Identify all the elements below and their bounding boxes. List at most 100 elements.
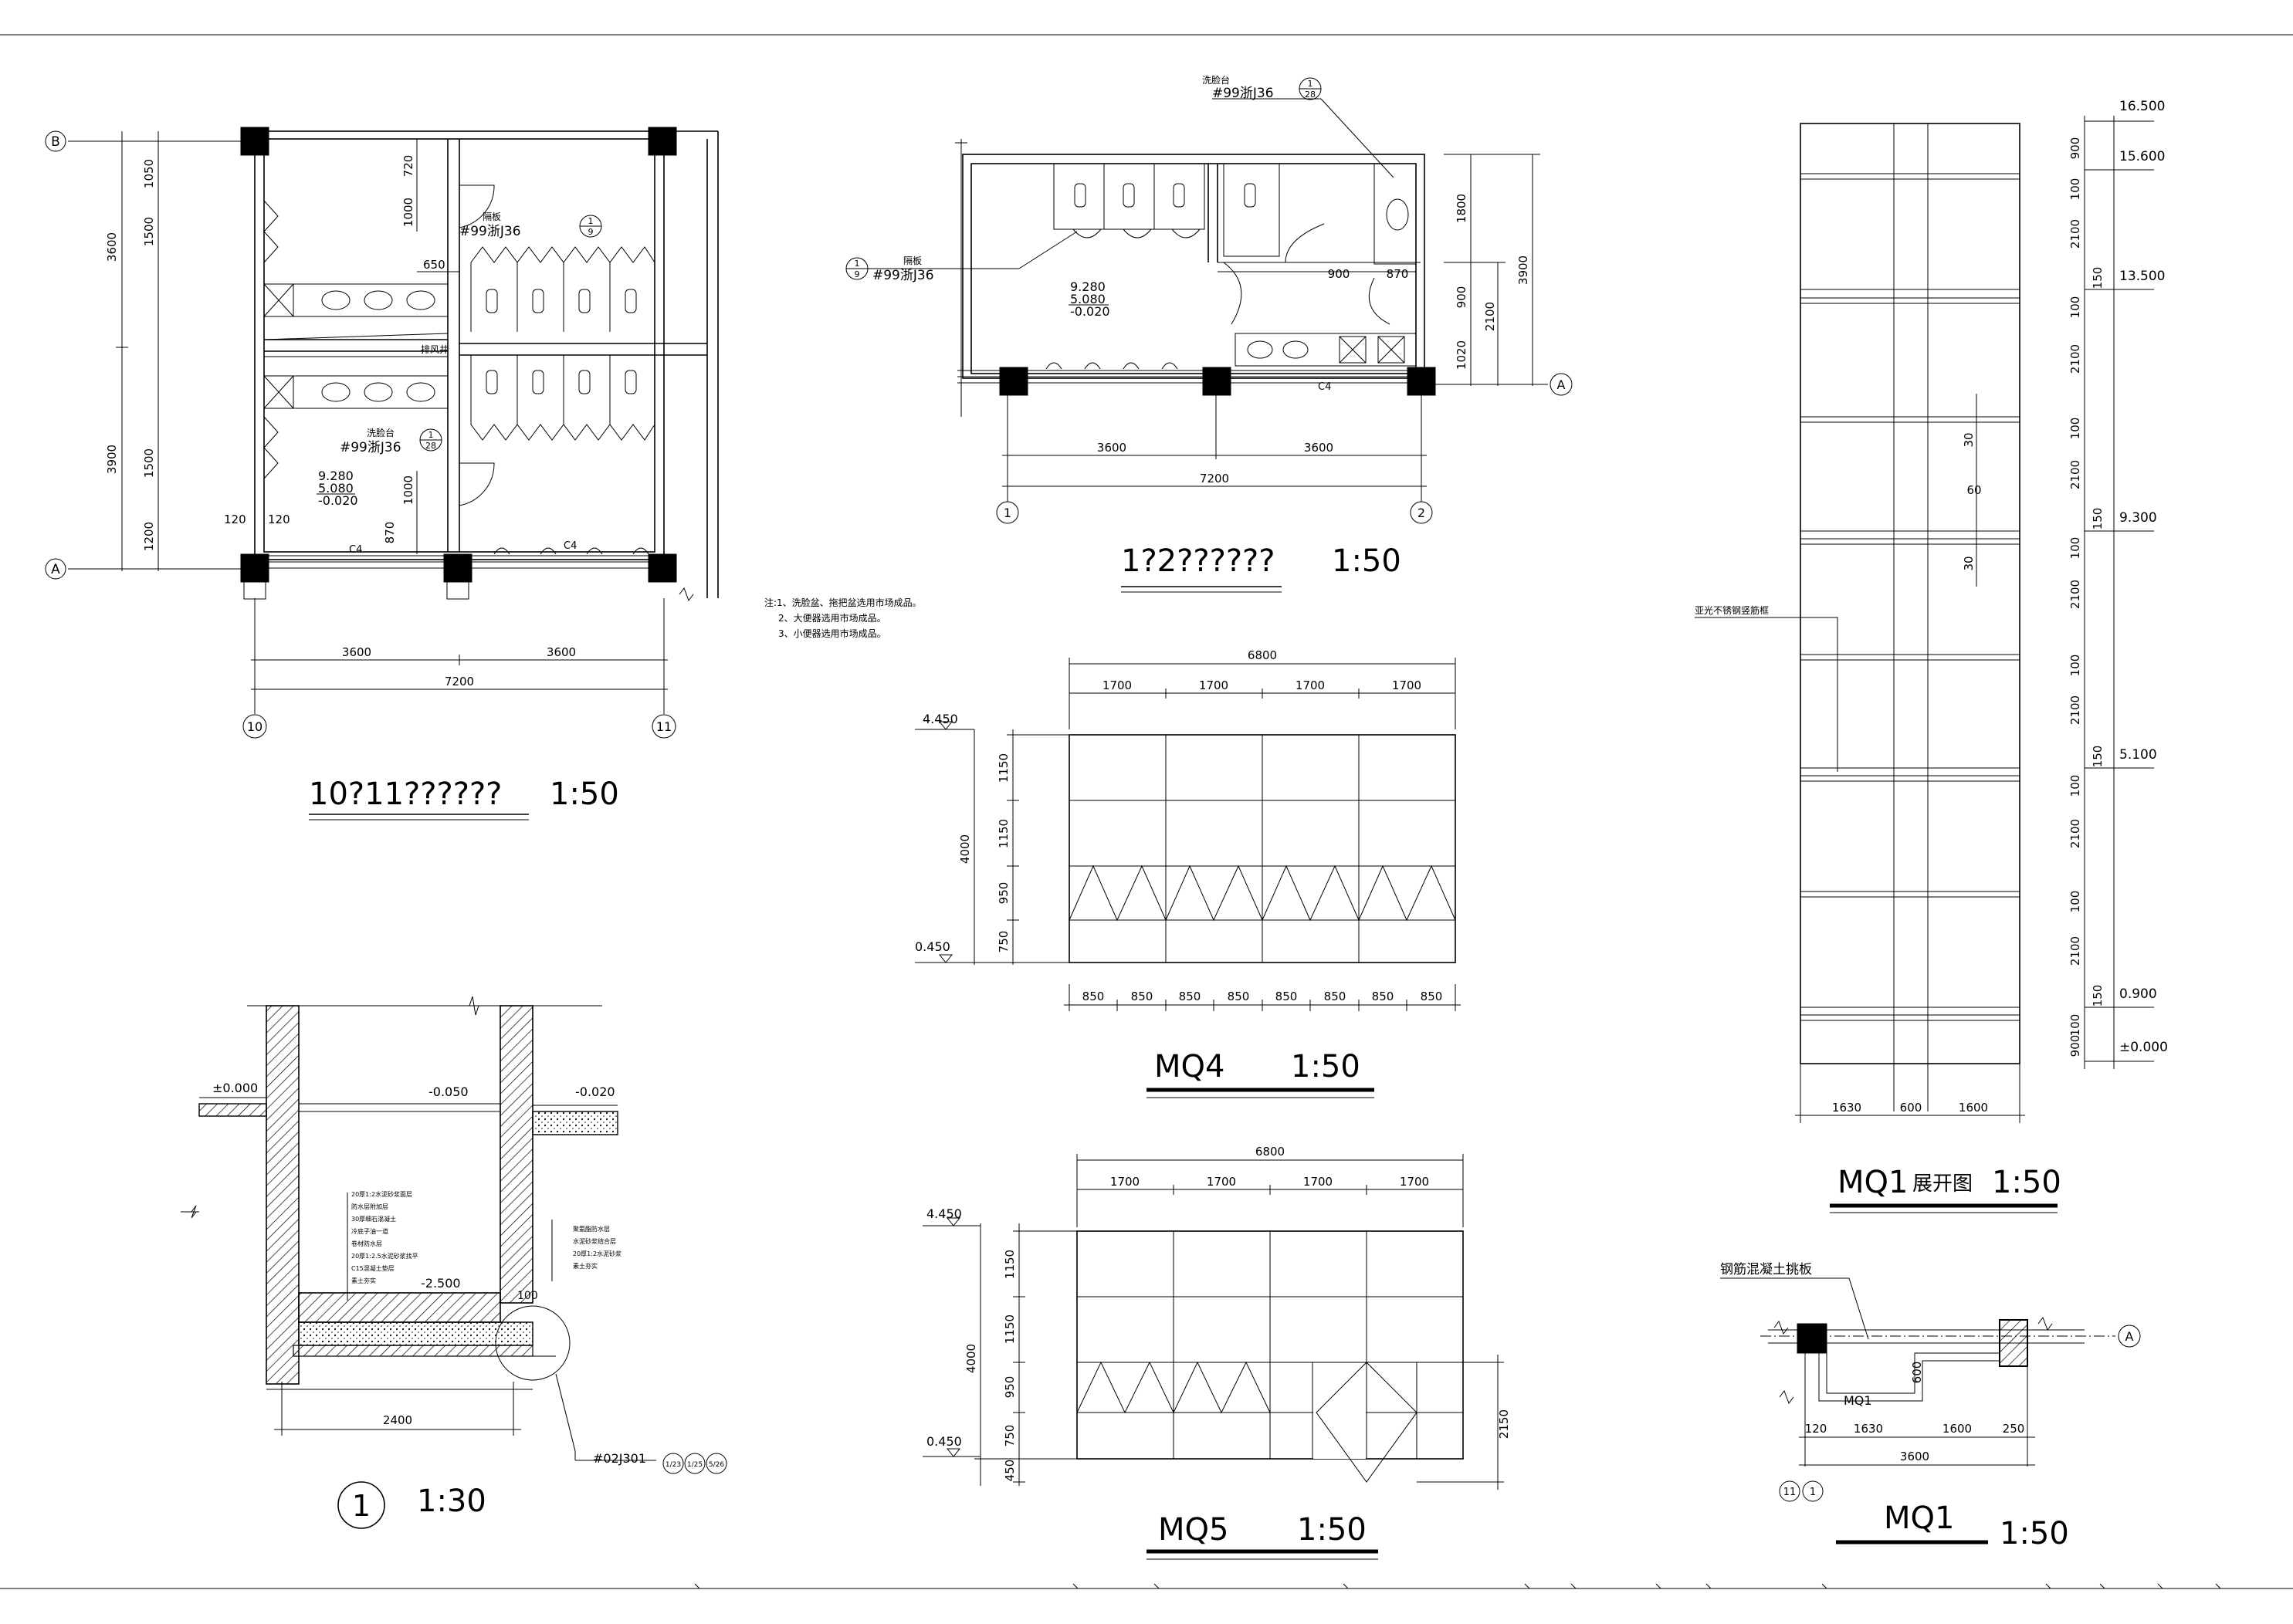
basin-callout-bottom: 28 [1305,90,1316,100]
ref-callout: 5/26 [709,1461,724,1469]
dim-left-outer: 3600 [105,232,119,262]
axis-10-label: 10 [247,719,262,734]
dim-bottom: 3600 [547,645,576,659]
note-2: 2、大便器选用市场成品。 [778,612,886,624]
dim-total: 6800 [1248,648,1277,662]
elevation-1: 9.280 [318,469,354,483]
basin-ref: #99浙J36 [340,440,401,455]
dim-bottom: 3600 [342,645,371,659]
dim-right: 150 [2091,985,2105,1007]
level-0900: 0.900 [2119,986,2157,1002]
column [648,127,677,156]
dim-right: 2100 [2068,819,2082,848]
dim-top: 1700 [1296,678,1325,692]
level-0000: ±0.000 [212,1081,258,1095]
mq1-unfold-scale: 1:50 [1992,1165,2061,1200]
layer-text: 防水层附加层 [351,1203,388,1210]
dim-600: 600 [1910,1362,1924,1384]
layer-text: 20厚1:2水泥砂浆 [573,1250,622,1257]
section-scale: 1:30 [417,1484,486,1519]
partition-label: 隔板 [903,255,922,266]
dim-right: 100 [2068,418,2082,440]
elevation-3: -0.020 [318,493,358,508]
dim-inner-bottom: 1000 [401,475,415,505]
dim-right: 150 [2091,746,2105,768]
dim-right: 100 [2068,655,2082,677]
dim-left: 1150 [1003,1250,1017,1279]
dim-height: 4000 [964,1344,978,1373]
dim-right: 1020 [1455,340,1468,370]
dim-total: 7200 [1200,472,1229,486]
plan-10-11-scale: 1:50 [550,776,619,812]
mq1-level-marks [2085,120,2154,1062]
dim-right: 2150 [1497,1409,1511,1439]
axis-bubble-b [45,130,66,152]
mq4-elevation: 6800 1700 1700 1700 1700 1150 1150 950 7… [915,648,1461,1098]
mq1-tag: MQ1 [1844,1393,1872,1408]
dim-bottom: 250 [2003,1422,2025,1436]
wall-block [1999,1319,2028,1367]
partition-callout-bottom: 9 [855,269,860,279]
column [1407,367,1436,396]
layer-text: 卷材防水层 [351,1240,382,1247]
dim-top: 1700 [1400,1175,1429,1189]
plan-10-11-title: 10?11?????? [309,776,502,812]
dim-total: 6800 [1255,1145,1285,1159]
layer-text: 20厚1:2水泥砂浆面层 [351,1190,412,1198]
dim-total: 7200 [445,675,474,689]
dim-right: 150 [2091,508,2105,530]
dim-right: 100 [2068,775,2082,797]
column [443,553,472,583]
dim-left: 450 [1003,1460,1017,1482]
level-0020: -0.020 [575,1084,615,1099]
axis-bubble-11 [652,714,676,739]
dim-bottom: 1630 [1854,1422,1883,1436]
mq1-transoms [1800,173,2020,1021]
axis-bubble-1 [996,501,1019,524]
dim-inner-top: 1000 [401,198,415,227]
dim-left-inner: 1200 [142,522,156,551]
dim-bottom: 600 [1900,1101,1922,1115]
partition-ref: #99浙J36 [872,268,934,283]
dim-mid: 900 [1328,267,1350,281]
layer-text: C15混凝土垫层 [351,1264,395,1272]
dim-right: 900 [2068,1035,2082,1057]
window-c4-label: C4 [349,544,362,556]
dim-right: 100 [2068,891,2082,913]
window-c4-label: C4 [564,540,577,552]
frame-label: 亚光不锈钢竖筋框 [1695,604,1769,616]
column [999,367,1028,396]
dim-bottom: 850 [1372,990,1394,1003]
dim-120: 120 [224,513,246,526]
mq4-title: MQ4 [1154,1049,1224,1084]
dim-bottom: 850 [1421,990,1443,1003]
dim-right: 2100 [2068,695,2082,725]
bottom-ticks [694,1583,2221,1589]
axis-bubble-a [45,558,66,580]
dim-bottom: 850 [1275,990,1298,1003]
axis-bubble-a [1550,373,1573,396]
axis-bubble-1 [1802,1480,1824,1502]
dim-right: 100 [2068,178,2082,201]
ref-callout: 1/25 [687,1461,703,1469]
level-16500: 16.500 [2119,99,2165,114]
dim-total: 3600 [1900,1450,1929,1463]
dim-bottom: 850 [1082,990,1105,1003]
axis-a-label: A [1557,377,1566,392]
dim-bottom: 120 [1805,1422,1827,1436]
dim-left-inner: 1050 [142,159,156,188]
column [1202,367,1231,396]
plan-1-2-scale: 1:50 [1332,543,1401,579]
dim-height: 4000 [958,834,972,864]
basin-ref: #99浙J36 [1212,86,1274,101]
dim-right: 2100 [1483,302,1497,331]
dim-right: 2100 [2068,344,2082,374]
mq5-title: MQ5 [1158,1512,1228,1548]
column [240,127,269,156]
layer-text: 水泥砂浆结合层 [573,1237,616,1245]
dim-left: 1150 [1003,1314,1017,1344]
layer-text: 素土夯实 [573,1262,598,1270]
section-1: ±0.000 -0.050 -0.020 -2.500 100 20厚1:2水泥… [181,996,727,1529]
window-c4-label: C4 [1318,381,1331,393]
